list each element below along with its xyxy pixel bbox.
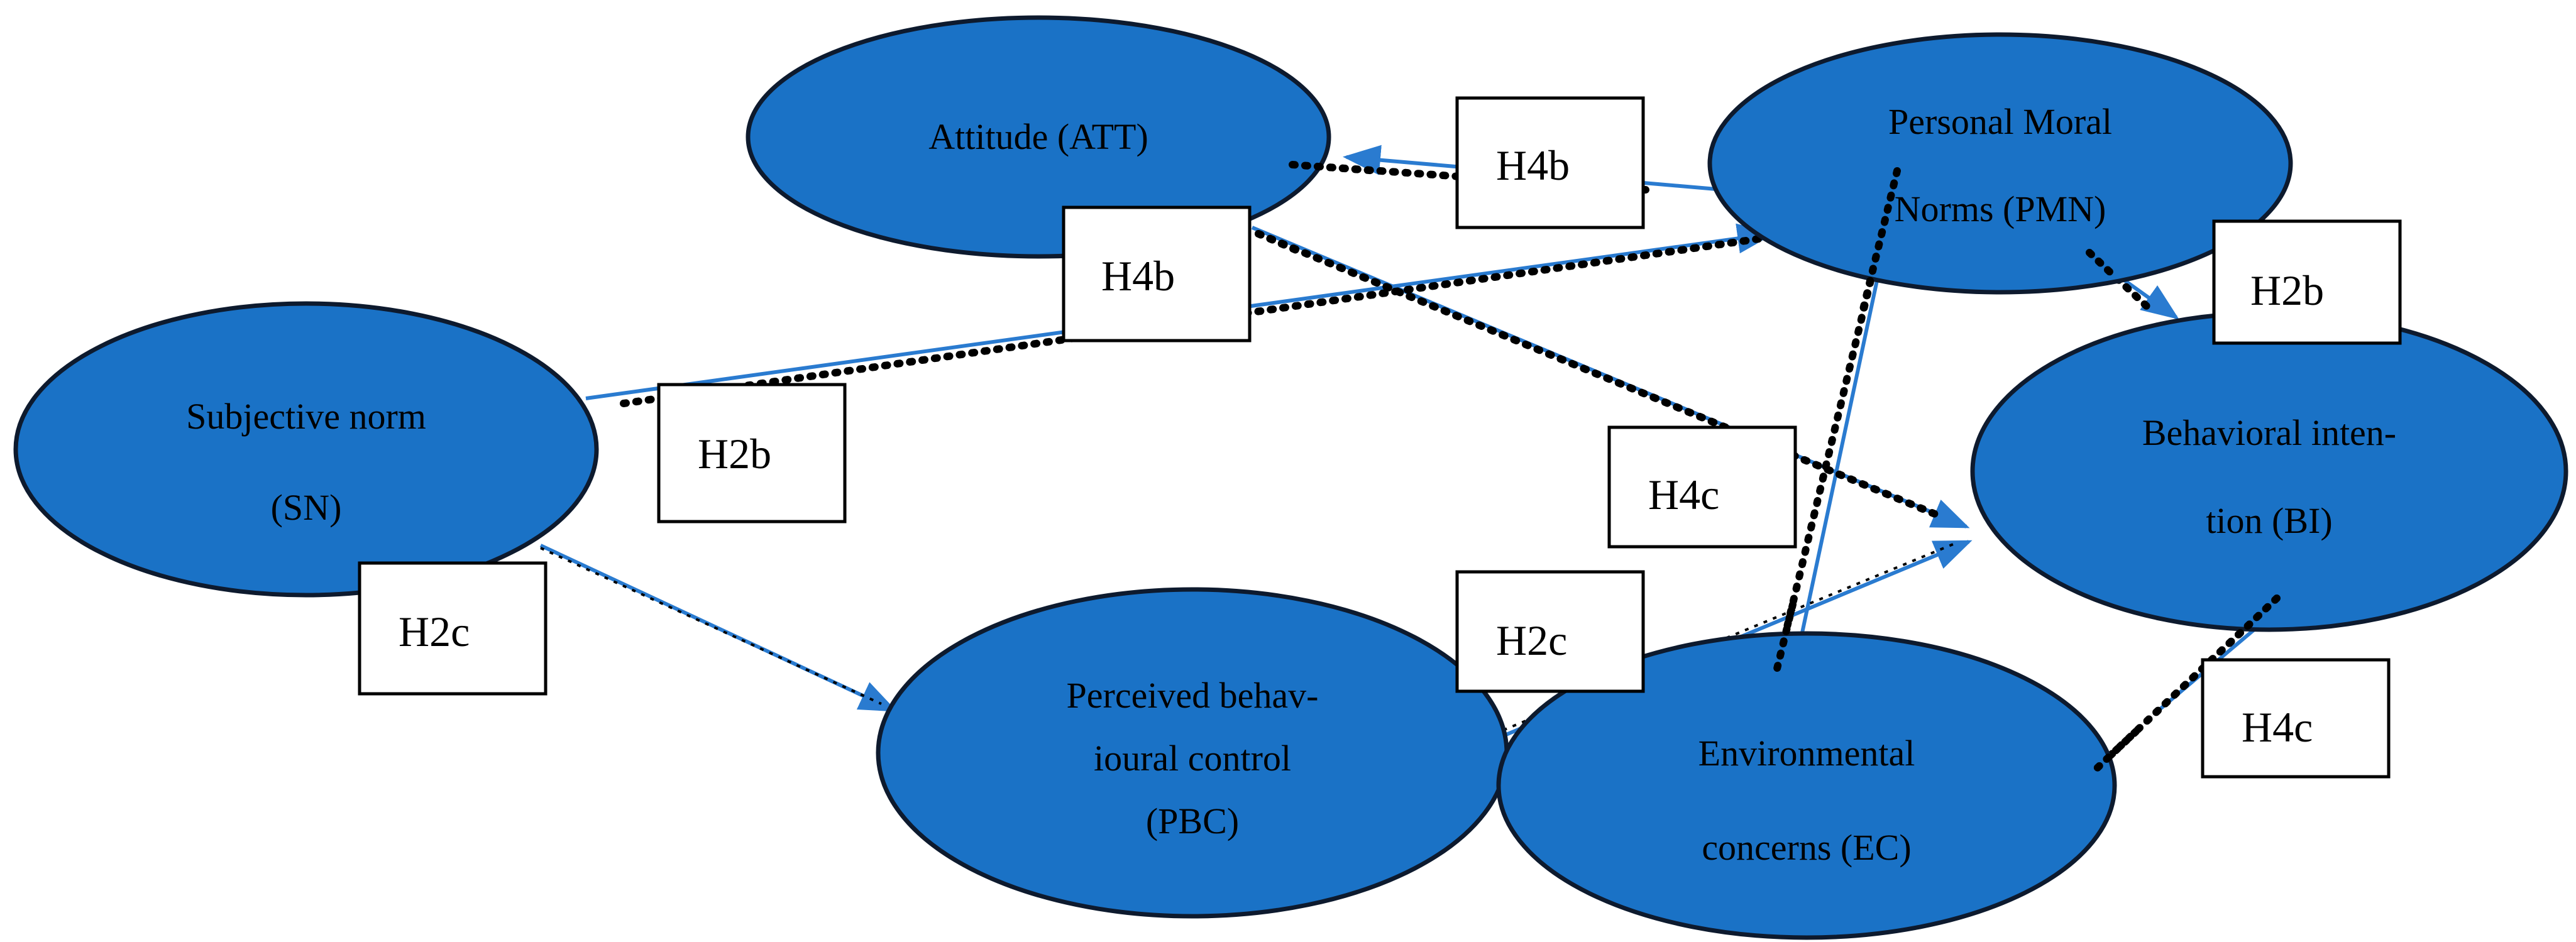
- label-h2b-right: H2b: [2250, 266, 2324, 314]
- label-h4c-right: H4c: [2242, 703, 2313, 751]
- label-h2c-left: H2c: [399, 608, 470, 655]
- dotted-att-pmn-over: [1289, 161, 1382, 175]
- node-att-label: Attitude (ATT): [928, 116, 1148, 157]
- node-ec: Environmental concerns (EC): [1496, 631, 2117, 940]
- node-sn-label-line2: (SN): [271, 487, 342, 528]
- node-ec-label-line1: Environmental: [1698, 733, 1915, 774]
- label-box-h2b-left: H2b: [657, 383, 847, 523]
- dotted-ec-right-over: [2089, 728, 2140, 775]
- dotted-att-bi-over: [1255, 230, 1300, 254]
- node-bi: Behavioral inten- tion (BI): [1970, 310, 2568, 632]
- label-h4c-mid: H4c: [1648, 471, 1719, 518]
- label-h4b-mid: H4b: [1101, 252, 1175, 300]
- node-sn-label-line1: Subjective norm: [186, 396, 426, 437]
- node-bi-label-line2: tion (BI): [2206, 500, 2332, 541]
- node-pbc-label-line3: (PBC): [1146, 801, 1239, 841]
- label-box-h4b-mid: H4b: [1062, 205, 1252, 342]
- label-h2b-left: H2b: [698, 430, 771, 478]
- node-pbc: Perceived behav- ioural control (PBC): [876, 587, 1509, 919]
- label-box-h4c-mid: H4c: [1607, 425, 1797, 549]
- label-box-h4b-top: H4b: [1455, 96, 1645, 229]
- node-pbc-label-line2: ioural control: [1094, 738, 1291, 779]
- dotted-pmn-ec-over: [1858, 167, 1901, 318]
- label-box-h2b-right: H2b: [2212, 219, 2402, 345]
- arrow-ec-to-pmn: [1792, 262, 1883, 672]
- node-pmn: Personal Moral Norms (PMN): [1707, 32, 2293, 295]
- dotted-ec-top-over: [1773, 601, 1797, 675]
- label-h4b-top: H4b: [1496, 141, 1570, 189]
- node-pbc-label-line1: Perceived behav-: [1067, 675, 1319, 716]
- node-sn: Subjective norm (SN): [13, 301, 599, 598]
- label-box-h2c-mid: H2c: [1455, 570, 1645, 693]
- dotted-sn-pbc: [540, 547, 882, 705]
- dotted-pmn-bi-over: [2086, 249, 2118, 280]
- label-box-h2c-left: H2c: [358, 561, 548, 696]
- node-att: Attitude (ATT): [746, 15, 1331, 259]
- dotted-bi-ec-over: [2221, 594, 2281, 651]
- dotted-att-bi: [1255, 230, 1945, 520]
- node-bi-label-line1: Behavioral inten-: [2142, 412, 2396, 453]
- node-ec-label-line2: concerns (EC): [1702, 827, 1911, 868]
- label-box-h4c-right: H4c: [2201, 658, 2391, 779]
- node-pmn-label-line1: Personal Moral: [1888, 101, 2112, 142]
- node-pmn-label-line2: Norms (PMN): [1895, 189, 2106, 229]
- label-h2c-mid: H2c: [1496, 616, 1567, 664]
